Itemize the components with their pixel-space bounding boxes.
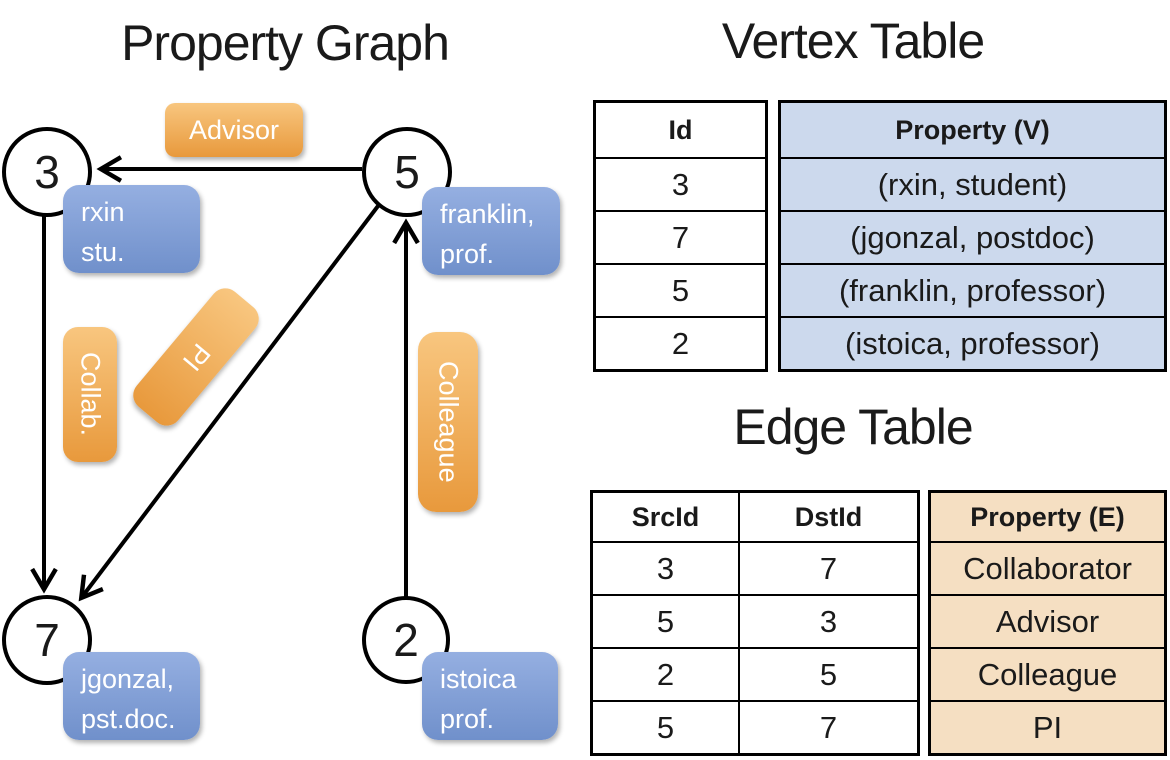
vertex-label-istoica: istoica prof. — [422, 652, 558, 740]
edge-table-property-column: Property (E) Collaborator Advisor Collea… — [928, 490, 1167, 756]
edge-pi-5-to-7 — [78, 204, 380, 602]
table-cell: 2 — [596, 316, 765, 369]
column-header-id: Id — [668, 114, 693, 145]
node-id-label: 5 — [394, 146, 420, 198]
edge-table: SrcId DstId 3 7 5 3 2 5 5 7 Property (E)… — [590, 490, 1167, 756]
table-row: 5 3 — [593, 594, 917, 647]
vertex-label-line: pst.doc. — [81, 704, 176, 734]
table-cell: 3 — [593, 543, 740, 594]
edge-table-title: Edge Table — [733, 399, 973, 455]
edge-label-text: PI — [176, 337, 217, 377]
edge-label-colleague: Colleague — [418, 332, 478, 512]
table-cell: 7 — [819, 550, 838, 586]
table-cell: (jgonzal, postdoc) — [781, 210, 1164, 263]
table-cell: 5 — [593, 702, 740, 753]
edge-label-advisor: Advisor — [165, 103, 303, 157]
vertex-label-line: franklin, — [440, 199, 535, 229]
vertex-label-line: stu. — [81, 237, 125, 267]
table-cell: PI — [931, 700, 1164, 753]
vertex-table-id-column: Id 3 7 5 2 — [593, 100, 768, 372]
property-graph-title: Property Graph — [121, 15, 450, 71]
column-header-property-v: Property (V) — [895, 114, 1050, 145]
table-cell: Advisor — [931, 594, 1164, 647]
table-cell: 7 — [596, 210, 765, 263]
column-header-property-e: Property (E) — [970, 501, 1125, 532]
vertex-label-franklin: franklin, prof. — [422, 187, 560, 275]
node-id-label: 2 — [393, 614, 419, 666]
table-row: 2 5 — [593, 647, 917, 700]
table-cell: (rxin, student) — [781, 157, 1164, 210]
table-cell: 5 — [819, 656, 838, 692]
table-cell: 2 — [593, 649, 740, 700]
vertex-label-line: prof. — [440, 704, 495, 734]
table-cell: (franklin, professor) — [781, 263, 1164, 316]
edge-label-text: Collab. — [75, 352, 106, 437]
table-cell: 5 — [593, 596, 740, 647]
vertex-label-rxin: rxin stu. — [63, 185, 200, 273]
column-header-dstid: DstId — [794, 501, 863, 532]
edge-label-collab: Collab. — [63, 327, 117, 462]
table-cell: 5 — [596, 263, 765, 316]
vertex-table: Id 3 7 5 2 Property (V) (rxin, student) … — [593, 100, 1167, 372]
graph-edges — [30, 155, 420, 602]
graph-node-5: 5 — [362, 127, 452, 217]
vertex-label-line: jgonzal, — [81, 664, 175, 694]
table-cell: 3 — [596, 157, 765, 210]
node-id-label: 3 — [34, 146, 60, 198]
edge-label-text: Colleague — [433, 361, 464, 483]
table-cell: 3 — [819, 603, 838, 639]
table-row: 5 7 — [593, 700, 917, 753]
vertex-table-property-column: Property (V) (rxin, student) (jgonzal, p… — [778, 100, 1167, 372]
vertex-label-line: istoica — [440, 664, 517, 694]
graph-node-2: 2 — [362, 596, 450, 684]
vertex-table-title: Vertex Table — [721, 13, 985, 69]
table-row: 3 7 — [593, 541, 917, 594]
column-header-srcid: SrcId — [593, 493, 740, 541]
vertex-label-jgonzal: jgonzal, pst.doc. — [63, 652, 200, 740]
edge-table-id-columns: SrcId DstId 3 7 5 3 2 5 5 7 — [590, 490, 920, 756]
edge-label-text: Advisor — [188, 114, 280, 145]
table-cell: Colleague — [931, 647, 1164, 700]
table-cell: (istoica, professor) — [781, 316, 1164, 369]
node-id-label: 7 — [34, 614, 60, 666]
vertex-label-line: prof. — [440, 239, 495, 269]
vertex-label-line: rxin — [81, 197, 125, 227]
table-cell: Collaborator — [931, 541, 1164, 594]
table-cell: 7 — [819, 709, 838, 745]
